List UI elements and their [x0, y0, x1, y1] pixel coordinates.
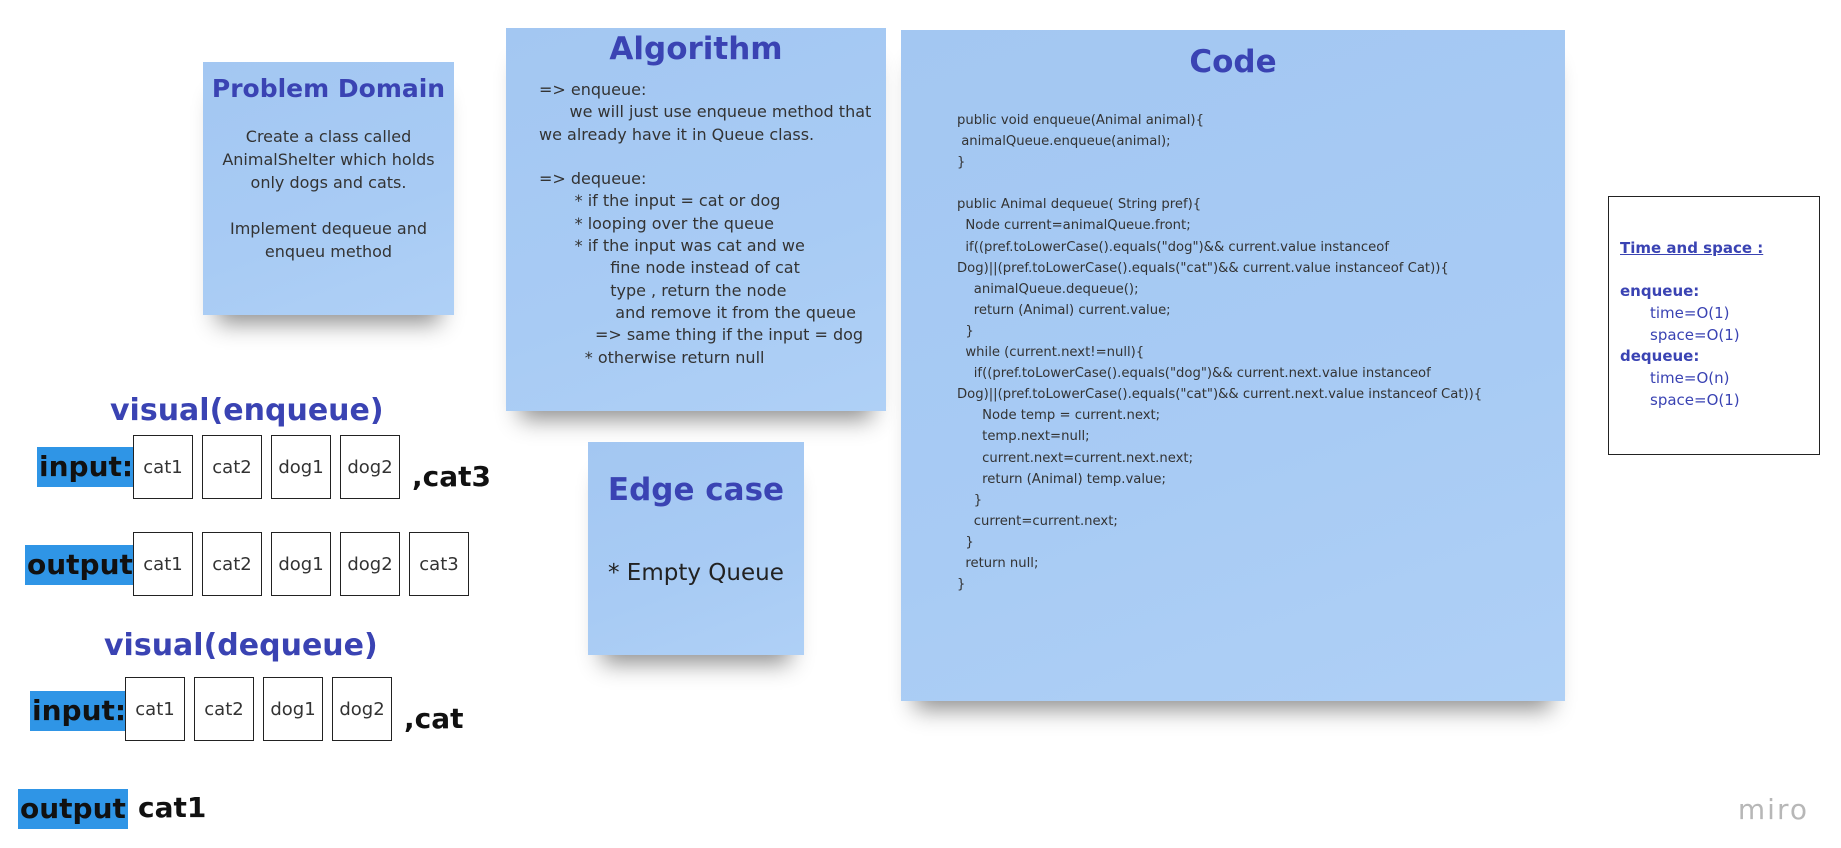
queue-node: dog1: [271, 435, 331, 499]
dequeue-output-value: cat1: [138, 791, 207, 824]
dequeue-complexity-label: dequeue:: [1620, 347, 1700, 365]
algorithm-title: Algorithm: [609, 31, 783, 67]
enqueue-input-label: input:: [37, 447, 136, 487]
queue-node: cat2: [202, 435, 262, 499]
dequeue-space: space=O(1): [1650, 391, 1740, 409]
edge-case-title: Edge case: [607, 472, 785, 508]
algorithm-sticky[interactable]: Algorithm => enqueue: we will just use e…: [506, 28, 886, 411]
enqueue-time: time=O(1): [1650, 304, 1730, 322]
queue-node: cat2: [194, 677, 254, 741]
enqueue-input-queue: cat1 cat2 dog1 dog2: [133, 435, 400, 499]
enqueue-output-queue: cat1 cat2 dog1 dog2 cat3: [133, 532, 469, 596]
edge-case-text: * Empty Queue: [608, 560, 784, 586]
problem-domain-text: Create a class called AnimalShelter whic…: [222, 127, 435, 261]
queue-node: cat1: [133, 435, 193, 499]
queue-node: dog1: [271, 532, 331, 596]
code-text: public void enqueue(Animal animal){ anim…: [957, 113, 1483, 593]
queue-node: cat1: [133, 532, 193, 596]
dequeue-output-label: output: [18, 789, 128, 829]
queue-node: dog1: [263, 677, 323, 741]
algorithm-text: => enqueue: we will just use enqueue met…: [539, 80, 872, 367]
miro-logo: miro: [1737, 793, 1809, 826]
queue-node: dog2: [340, 435, 400, 499]
queue-node: dog2: [332, 677, 392, 741]
queue-node: cat1: [125, 677, 185, 741]
code-title: Code: [1189, 44, 1277, 80]
enqueue-complexity-label: enqueue:: [1620, 282, 1700, 300]
queue-node: cat2: [202, 532, 262, 596]
problem-domain-title: Problem Domain: [211, 74, 446, 103]
time-space-box[interactable]: Time and space : enqueue: time=O(1) spac…: [1608, 196, 1820, 455]
dequeue-input-label: input:: [30, 691, 129, 731]
visual-enqueue-title: visual(enqueue): [110, 393, 384, 428]
problem-domain-sticky[interactable]: Problem Domain Create a class called Ani…: [203, 62, 454, 315]
time-space-title: Time and space :: [1620, 239, 1764, 257]
code-sticky[interactable]: Code public void enqueue(Animal animal){…: [901, 30, 1565, 701]
dequeue-input-queue: cat1 cat2 dog1 dog2: [125, 677, 392, 741]
edge-case-sticky[interactable]: Edge case * Empty Queue: [588, 442, 804, 655]
dequeue-input-suffix: ,cat: [404, 702, 464, 735]
enqueue-output-label: output: [25, 545, 135, 585]
enqueue-input-suffix: ,cat3: [412, 460, 491, 493]
visual-dequeue-title: visual(dequeue): [104, 628, 378, 663]
dequeue-time: time=O(n): [1650, 369, 1730, 387]
queue-node: dog2: [340, 532, 400, 596]
queue-node: cat3: [409, 532, 469, 596]
enqueue-space: space=O(1): [1650, 326, 1740, 344]
